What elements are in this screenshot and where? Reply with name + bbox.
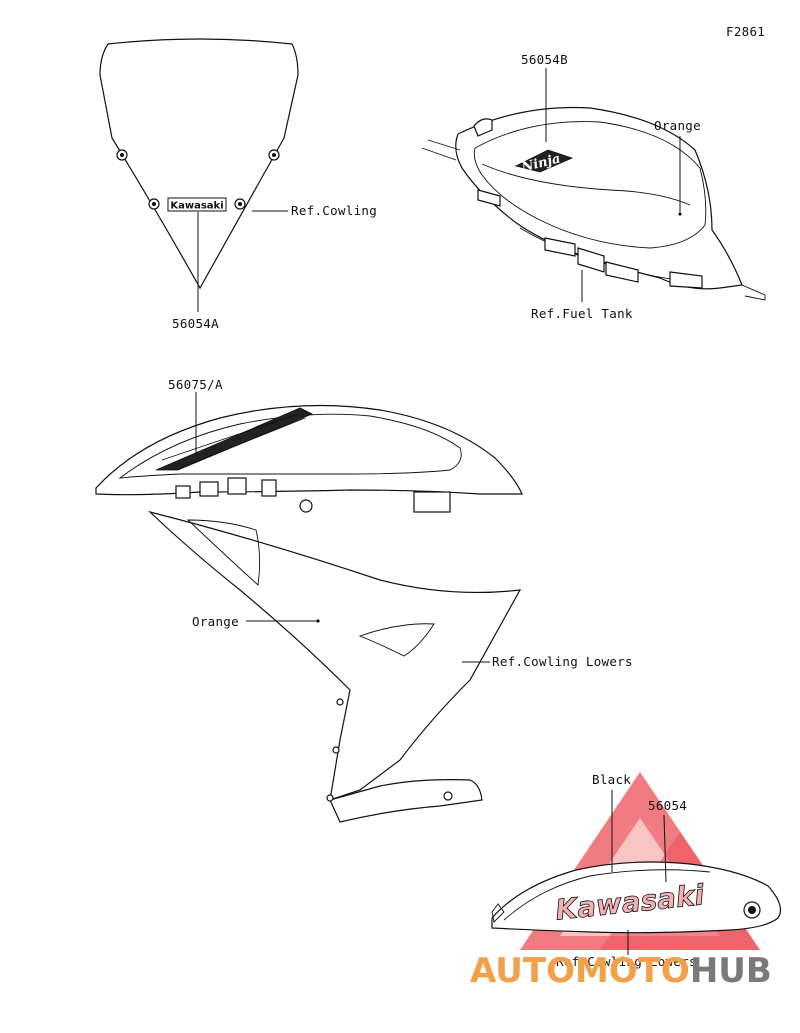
label-ref-cowling-lowers: Ref.Cowling Lowers	[492, 654, 633, 669]
figure-id: F2861	[726, 24, 765, 39]
label-lower-black: Black	[592, 772, 631, 787]
fuel-tank: Ninja	[421, 106, 766, 301]
side-cowling	[95, 404, 523, 823]
label-cowling-orange: Orange	[192, 614, 239, 629]
label-56054B: 56054B	[521, 52, 568, 67]
watermark-hub: HUB	[690, 951, 772, 991]
windshield-logo: Kawasaki	[170, 201, 223, 212]
watermark-automoto: AUTOMOTO	[470, 951, 690, 991]
label-56054: 56054	[648, 798, 687, 813]
lower-cowling: Kawasaki	[491, 861, 781, 934]
label-lower-ref: Ref.Cowling Lowers	[556, 954, 697, 969]
label-56075A: 56075/A	[168, 377, 223, 392]
label-ref-cowling: Ref.Cowling	[291, 203, 377, 218]
windshield: Kawasaki	[99, 38, 299, 290]
watermark-text: AUTOMOTOHUB	[470, 951, 772, 991]
label-56054A: 56054A	[172, 316, 219, 331]
label-ref-fuel-tank: Ref.Fuel Tank	[531, 306, 633, 321]
label-tank-orange: Orange	[654, 118, 701, 133]
